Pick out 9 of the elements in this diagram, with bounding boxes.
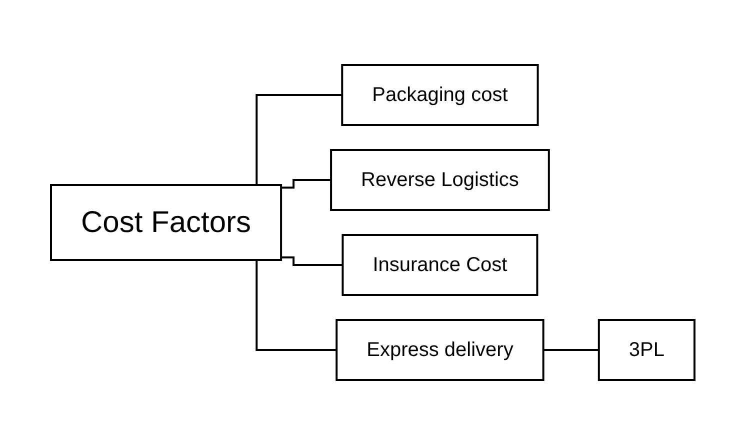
connector	[544, 349, 600, 351]
node-box: Reverse Logistics	[330, 149, 550, 211]
node-box: Insurance Cost	[342, 234, 538, 296]
node-box: Express delivery	[336, 319, 545, 381]
node-box: Packaging cost	[341, 64, 540, 126]
connector	[281, 179, 332, 189]
node-box: Cost Factors	[50, 184, 282, 261]
connector	[281, 256, 343, 266]
node-box: 3PL	[598, 319, 696, 381]
